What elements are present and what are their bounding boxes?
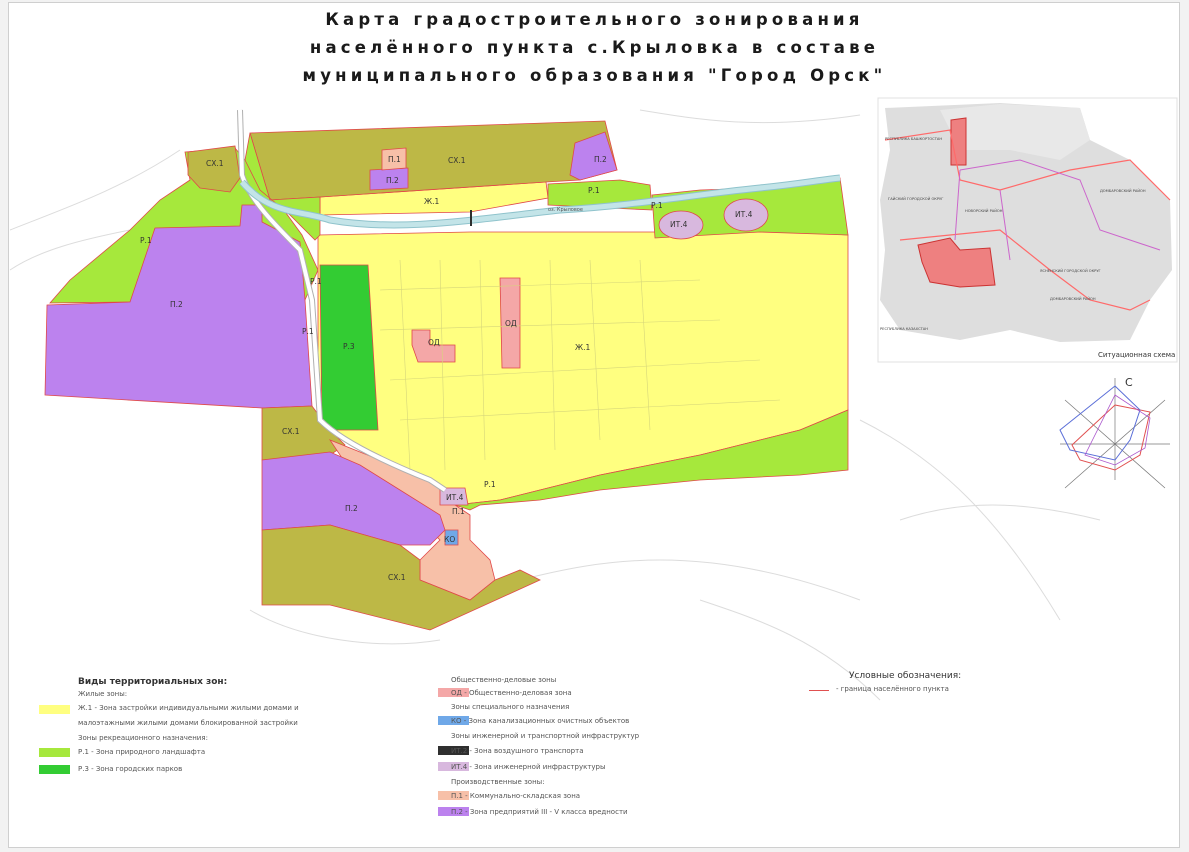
legend-item-it2: ИТ.2 - Зона воздушного транспорта (451, 747, 584, 755)
zone-r3-park[interactable] (319, 264, 379, 431)
legend-boundary-line (809, 690, 829, 691)
svg-text:РЕСПУБЛИКА КАЗАХСТАН: РЕСПУБЛИКА КАЗАХСТАН (880, 327, 928, 331)
zone-sx1-south[interactable] (261, 524, 541, 631)
label-od-1: ОД (428, 338, 440, 347)
label-od-2: ОД (505, 319, 517, 328)
zone-p1-north[interactable] (381, 147, 407, 171)
legend-item-zh1-line2: малоэтажными жилыми домами блокированной… (78, 719, 298, 727)
legend-swatch-p1 (438, 791, 469, 800)
legend-item-ko: КО - Зона канализационных очистных объек… (451, 717, 630, 725)
label-r1-e: Р.1 (651, 201, 663, 210)
label-sx1-nw: СХ.1 (206, 159, 224, 168)
zone-ko-sewage[interactable] (444, 529, 459, 546)
legend-group-special: Зоны специального назначения (451, 703, 570, 711)
legend-group-production: Производственные зоны: (451, 778, 545, 786)
label-sx1-s: СХ.1 (388, 573, 406, 582)
label-p2-n2: П.2 (594, 155, 607, 164)
legend-swatch-it2 (438, 746, 469, 755)
label-p2-s: П.2 (345, 504, 358, 513)
legend-swatch-p2 (438, 807, 469, 816)
map-title-line-2: населённого пункта с.Крыловка в составе (309, 38, 880, 57)
zone-od-1[interactable] (411, 329, 456, 363)
zone-it4-east-1[interactable] (658, 210, 704, 240)
zone-it4-south[interactable] (439, 487, 469, 506)
legend-boundary: - граница населённого пункта (836, 685, 949, 693)
svg-text:ДОМБАРОВСКИЙ РАЙОН: ДОМБАРОВСКИЙ РАЙОН (1050, 296, 1096, 301)
zone-layer (44, 120, 849, 631)
svg-text:ГАЙСКИЙ ГОРОДСКОЙ ОКРУГ: ГАЙСКИЙ ГОРОДСКОЙ ОКРУГ (888, 196, 943, 201)
label-r3: Р.3 (343, 342, 355, 351)
label-it4-1: ИТ.4 (670, 220, 688, 229)
legend-swatch-zh1 (39, 705, 70, 714)
label-it4-s: ИТ.4 (446, 493, 464, 502)
legend-item-it4: ИТ.4 - Зона инженерной инфраструктуры (451, 763, 606, 771)
legend-item-r1: Р.1 - Зона природного ландшафта (78, 748, 206, 756)
label-p2-n1: П.2 (386, 176, 399, 185)
map-title-line-1: Карта градостроительного зонирования (325, 10, 864, 29)
legend-item-r3: Р.3 - Зона городских парков (78, 765, 183, 773)
background-roads (9, 109, 1101, 701)
label-river: оз. Крыловое (548, 207, 583, 213)
label-p1-s: П.1 (452, 507, 465, 516)
zone-r1-southeast[interactable] (454, 409, 849, 511)
legend-group-residential: Жилые зоны: (78, 690, 128, 698)
legend-swatch-it4 (438, 762, 469, 771)
label-zh1-main: Ж.1 (575, 343, 590, 352)
legend-swatch-r1 (39, 748, 70, 757)
label-r1-ne: Р.1 (588, 186, 600, 195)
label-it4-2: ИТ.4 (735, 210, 753, 219)
label-ko: КО (444, 535, 455, 544)
label-r1-w: Р.1 (140, 236, 152, 245)
legend-heading: Виды территориальных зон: (78, 677, 228, 687)
situational-inset-map[interactable]: РЕСПУБЛИКА БАШКОРТОСТАН ГАЙСКИЙ ГОРОДСКО… (877, 97, 1178, 363)
zone-p2-west[interactable] (44, 204, 313, 409)
label-p1-n: П.1 (388, 155, 401, 164)
svg-text:ДОМБАРОВСКИЙ РАЙОН: ДОМБАРОВСКИЙ РАЙОН (1100, 188, 1146, 193)
label-sx1-n: СХ.1 (448, 156, 466, 165)
label-r1-road2: Р.1 (302, 327, 314, 336)
legend-group-recreation: Зоны рекреационного назначения: (78, 734, 208, 742)
label-p2-w: П.2 (170, 300, 183, 309)
legend-group-public: Общественно-деловые зоны (451, 676, 557, 684)
legend-swatch-ko (438, 716, 469, 725)
label-sx1-mid: СХ.1 (282, 427, 300, 436)
label-r1-s: Р.1 (484, 480, 496, 489)
legend-swatch-od (438, 688, 469, 697)
wind-rose-north: С (1125, 376, 1133, 389)
legend-item-p1: П.1 - Коммунально-складская зона (451, 792, 581, 800)
streets (379, 259, 781, 471)
label-r1-road1: Р.1 (310, 277, 322, 286)
legend-swatch-r3 (39, 765, 70, 774)
zone-p2-north-east[interactable] (569, 131, 618, 181)
zone-od-2[interactable] (499, 277, 521, 369)
legend-conventional-heading: Условные обозначения: (849, 671, 962, 681)
inset-caption: Ситуационная схема (1098, 351, 1175, 359)
legend-group-engineering: Зоны инженерной и транспортной инфрастру… (451, 732, 640, 740)
svg-text:РЕСПУБЛИКА БАШКОРТОСТАН: РЕСПУБЛИКА БАШКОРТОСТАН (885, 137, 942, 141)
zone-sx1-northwest[interactable] (187, 145, 241, 193)
zone-it4-east-2[interactable] (723, 198, 769, 232)
wind-rose: С (1050, 370, 1177, 494)
map-title-line-3: муниципального образования "Город Орск" (302, 66, 887, 85)
zone-it2-air-strip[interactable] (470, 210, 472, 226)
legend-item-od: ОД - Общественно-деловая зона (451, 689, 572, 697)
legend-item-zh1-line1: Ж.1 - Зона застройки индивидуальными жил… (78, 704, 299, 712)
label-zh1-n: Ж.1 (424, 197, 439, 206)
svg-text:ЯСНЕНСКИЙ ГОРОДСКОЙ ОКРУГ: ЯСНЕНСКИЙ ГОРОДСКОЙ ОКРУГ (1040, 268, 1101, 273)
map-labels: СХ.1 СХ.1 П.1 П.2 П.2 Ж.1 Р.1 Р.1 оз. Кр… (140, 155, 753, 582)
svg-text:НОВОРСКИЙ РАЙОН: НОВОРСКИЙ РАЙОН (965, 208, 1003, 213)
legend-item-p2: П.2 - Зона предприятий III - V класса вр… (451, 808, 628, 816)
